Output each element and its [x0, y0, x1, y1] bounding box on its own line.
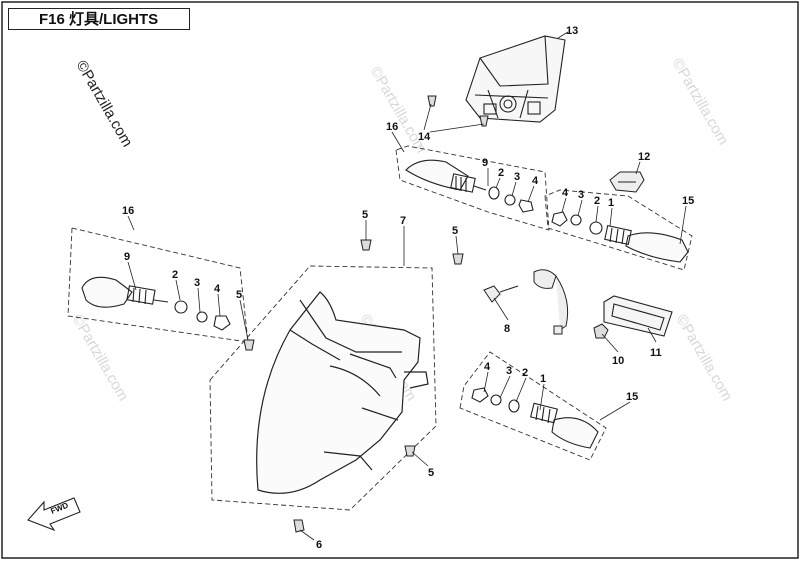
callout-5: 5 — [452, 225, 458, 237]
callout-5: 5 — [362, 209, 368, 221]
watermark: ©Partzilla.com — [73, 58, 136, 150]
callout-2: 2 — [172, 269, 178, 281]
callout-7: 7 — [400, 215, 406, 227]
nut-6 — [293, 519, 305, 533]
screw-14 — [427, 95, 489, 127]
screw-5 — [243, 239, 464, 457]
group-box-front-left — [67, 227, 249, 343]
leader-lines — [127, 131, 687, 541]
license-light-12 — [609, 171, 645, 193]
callout-4: 4 — [532, 175, 539, 187]
headlight-bulb-8 — [483, 269, 569, 335]
turn-signal-front-right — [471, 387, 599, 449]
callout-13: 13 — [566, 25, 578, 37]
fwd-arrow-icon: FWD — [27, 497, 81, 532]
watermark-faint: ©Partzilla.com — [69, 312, 132, 404]
callout-12: 12 — [638, 151, 650, 163]
group-box-rear-left — [395, 145, 550, 231]
callout-2: 2 — [522, 367, 528, 379]
callout-10: 10 — [612, 355, 624, 367]
callout-5: 5 — [428, 467, 434, 479]
callout-4: 4 — [214, 283, 221, 295]
callout-1: 1 — [608, 197, 614, 209]
callout-3: 3 — [578, 189, 584, 201]
callout-3: 3 — [514, 171, 520, 183]
callout-15: 15 — [682, 195, 694, 207]
callout-4: 4 — [484, 361, 491, 373]
callout-2: 2 — [594, 195, 600, 207]
callout-8: 8 — [504, 323, 510, 335]
license-bracket-11 — [603, 295, 673, 337]
callout-16: 16 — [122, 205, 134, 217]
callout-1: 1 — [540, 373, 546, 385]
callout-14: 14 — [418, 131, 431, 143]
headlight-assembly — [256, 291, 429, 494]
page-title: F16 灯具/LIGHTS — [8, 8, 190, 30]
callout-9: 9 — [482, 157, 488, 169]
callout-11: 11 — [650, 347, 662, 359]
callout-3: 3 — [194, 277, 200, 289]
tail-light-assembly — [465, 35, 566, 123]
nut-10 — [593, 323, 609, 339]
callout-15: 15 — [626, 391, 638, 403]
group-box-front-right — [459, 351, 607, 461]
callout-6: 6 — [316, 539, 322, 551]
watermark-faint: ©Partzilla.com — [673, 312, 736, 404]
group-box-rear-right — [544, 189, 693, 271]
turn-signal-rear-right — [551, 211, 689, 263]
callout-5: 5 — [236, 289, 242, 301]
callout-16: 16 — [386, 121, 398, 133]
callout-9: 9 — [124, 251, 130, 263]
callout-3: 3 — [506, 365, 512, 377]
watermark-faint: ©Partzilla.com — [669, 56, 732, 148]
turn-signal-rear-left — [405, 159, 534, 213]
group-box-headlight — [209, 265, 437, 511]
callouts: 13 14 16 9 2 3 4 12 4 3 2 1 15 16 9 2 3 … — [122, 25, 694, 551]
turn-signal-front-left — [81, 276, 231, 331]
callout-4: 4 — [562, 187, 569, 199]
callout-2: 2 — [498, 167, 504, 179]
